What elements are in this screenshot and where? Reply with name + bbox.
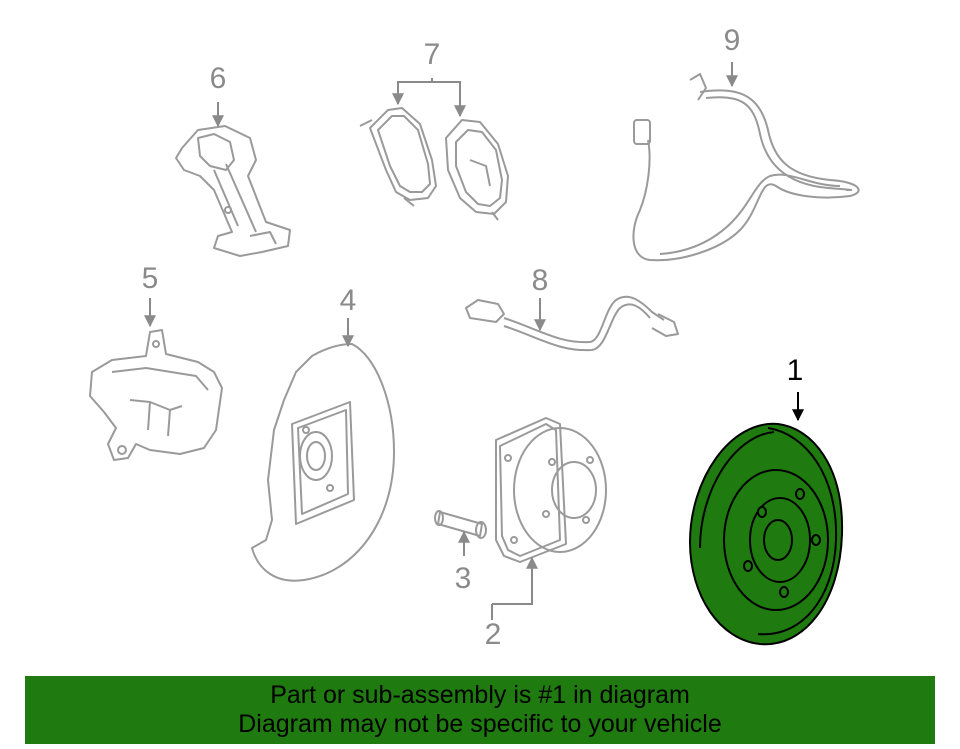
banner-line-1: Part or sub-assembly is #1 in diagram bbox=[270, 681, 690, 709]
exploded-parts-diagram bbox=[89, 62, 860, 646]
callout-number-1: 1 bbox=[786, 354, 804, 387]
caliper-bracket-part-6[interactable] bbox=[175, 125, 291, 257]
callout-number-9: 9 bbox=[723, 24, 741, 57]
wheel-stud-part-3[interactable] bbox=[434, 510, 487, 539]
callout-number-3: 3 bbox=[454, 562, 472, 595]
callout-number-4: 4 bbox=[339, 284, 357, 317]
wear-sensor-part-8[interactable] bbox=[465, 295, 679, 352]
callout-number-7: 7 bbox=[423, 38, 441, 71]
abs-sensor-harness-part-9[interactable] bbox=[632, 73, 860, 262]
callout-number-2: 2 bbox=[484, 618, 502, 651]
brake-pads-part-7[interactable] bbox=[359, 107, 509, 221]
callout-number-8: 8 bbox=[531, 264, 549, 297]
brake-rotor-part-1[interactable] bbox=[689, 422, 844, 646]
hub-bearing-part-2[interactable] bbox=[495, 417, 607, 563]
caliper-part-5[interactable] bbox=[89, 329, 223, 461]
callout-number-5: 5 bbox=[141, 262, 159, 295]
info-banner: Part or sub-assembly is #1 in diagram Di… bbox=[25, 676, 935, 744]
banner-line-2: Diagram may not be specific to your vehi… bbox=[238, 710, 722, 738]
callout-number-6: 6 bbox=[209, 62, 227, 95]
callout-leaders bbox=[144, 62, 738, 620]
splash-shield-part-4[interactable] bbox=[251, 343, 395, 582]
